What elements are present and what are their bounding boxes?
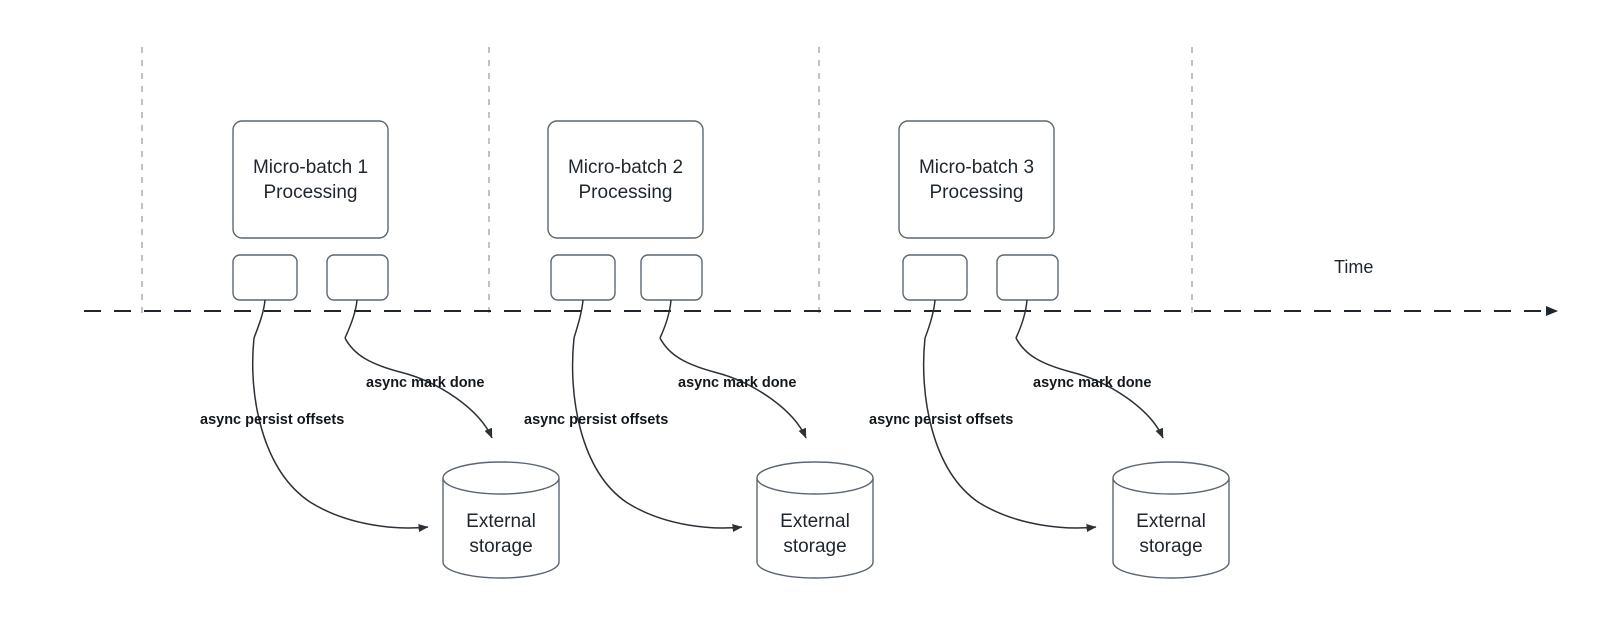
micro-batch-group-2: Micro-batch 2 Processing async persist o… <box>524 120 874 579</box>
micro-batch-1-label-line2: Processing <box>264 182 358 203</box>
external-storage-1-body[interactable] <box>442 478 560 579</box>
micro-batch-1-markdone-stem <box>344 299 358 339</box>
micro-batch-2-offset-commit-box[interactable] <box>550 254 616 301</box>
micro-batch-1-label-line1: Micro-batch 1 <box>253 157 368 178</box>
micro-batch-2-mark-done-box[interactable] <box>640 254 703 301</box>
micro-batch-1-offset-commit-box[interactable] <box>232 254 298 301</box>
time-axis-label: Time <box>1334 257 1373 277</box>
micro-batch-2-process-box[interactable] <box>547 120 704 239</box>
micro-batch-group-1: Micro-batch 1 Processing async persist o… <box>200 120 560 579</box>
external-storage-3-label-line2: storage <box>1139 536 1202 557</box>
micro-batch-3-mark-done-box[interactable] <box>996 254 1059 301</box>
micro-batch-3-offset-commit-box[interactable] <box>902 254 968 301</box>
external-storage-3-body[interactable] <box>1112 478 1230 579</box>
external-storage-1-label-line2: storage <box>469 536 532 557</box>
external-storage-3-label-line1: External <box>1136 511 1206 532</box>
micro-batch-3-offset-stem <box>924 299 936 339</box>
tick-lines-group <box>141 47 1193 318</box>
micro-batch-3-markdone-stem <box>1015 299 1028 339</box>
micro-batch-3-persist-offsets-arrow <box>922 337 1097 532</box>
micro-batch-1-persist-offsets-arrow <box>251 337 429 532</box>
micro-batch-2-label-line1: Micro-batch 2 <box>568 157 683 178</box>
micro-batch-3-label-line1: Micro-batch 3 <box>919 157 1034 178</box>
micro-batch-group-3: Micro-batch 3 Processing async persist o… <box>869 120 1230 579</box>
micro-batch-3-label-line2: Processing <box>930 182 1024 203</box>
micro-batch-3-mark-done-arrow <box>1015 337 1164 439</box>
external-storage-2-top <box>756 461 874 495</box>
micro-batch-2-label-line2: Processing <box>579 182 673 203</box>
micro-batch-2-persist-offsets-arrow <box>571 337 743 532</box>
micro-batch-1-persist-offsets-label: async persist offsets <box>200 412 344 428</box>
micro-batch-3-mark-done-label: async mark done <box>1033 375 1151 391</box>
micro-batch-2-mark-done-arrow <box>659 337 807 439</box>
external-storage-1-top <box>442 461 560 495</box>
micro-batch-1-process-box[interactable] <box>232 120 389 239</box>
external-storage-2-body[interactable] <box>756 478 874 579</box>
micro-batch-2-persist-offsets-label: async persist offsets <box>524 412 668 428</box>
micro-batch-2-offset-stem <box>573 299 584 339</box>
micro-batch-3-process-box[interactable] <box>898 120 1055 239</box>
micro-batch-1-offset-stem <box>253 299 266 339</box>
micro-batch-3-persist-offsets-label: async persist offsets <box>869 412 1013 428</box>
external-storage-1-label-line1: External <box>466 511 536 532</box>
external-storage-2-label-line1: External <box>780 511 850 532</box>
external-storage-3-top <box>1112 461 1230 495</box>
micro-batch-1-mark-done-arrow <box>344 337 493 439</box>
external-storage-2-label-line2: storage <box>783 536 846 557</box>
micro-batch-2-markdone-stem <box>659 299 672 339</box>
micro-batch-1-mark-done-label: async mark done <box>366 375 484 391</box>
micro-batch-2-mark-done-label: async mark done <box>678 375 796 391</box>
micro-batch-1-mark-done-box[interactable] <box>326 254 389 301</box>
